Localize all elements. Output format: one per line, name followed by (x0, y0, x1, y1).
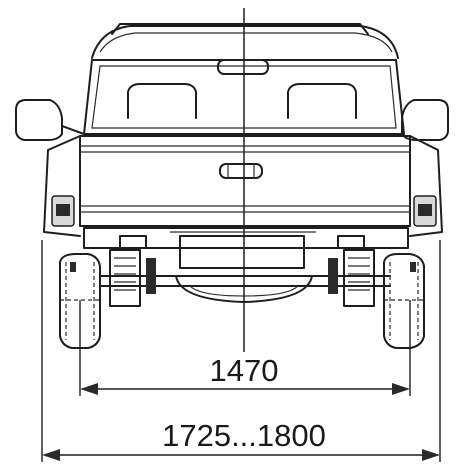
rear-axle (99, 275, 391, 287)
tailgate-handle (219, 163, 263, 179)
headrest-right (287, 83, 357, 119)
mirror-right (401, 99, 449, 141)
wheel-right (383, 253, 425, 349)
overall-width-dimension-line (42, 449, 440, 461)
mirror-left (15, 99, 63, 141)
license-plate (179, 235, 305, 269)
differential (175, 275, 313, 303)
track-width-dimension-line (80, 383, 410, 395)
suspension-right (328, 235, 375, 307)
headrest-left (127, 83, 197, 119)
body-side-right (409, 135, 443, 237)
track-width-label: 1470 (210, 353, 279, 388)
tailgate (79, 135, 411, 227)
rear-bumper (83, 227, 409, 249)
wheel-left (59, 253, 101, 349)
overall-width-label: 1725...1800 (162, 418, 326, 453)
body-side-left (43, 135, 81, 237)
suspension-left (109, 235, 156, 307)
third-brake-light (217, 59, 269, 75)
cab-roof (91, 25, 399, 59)
